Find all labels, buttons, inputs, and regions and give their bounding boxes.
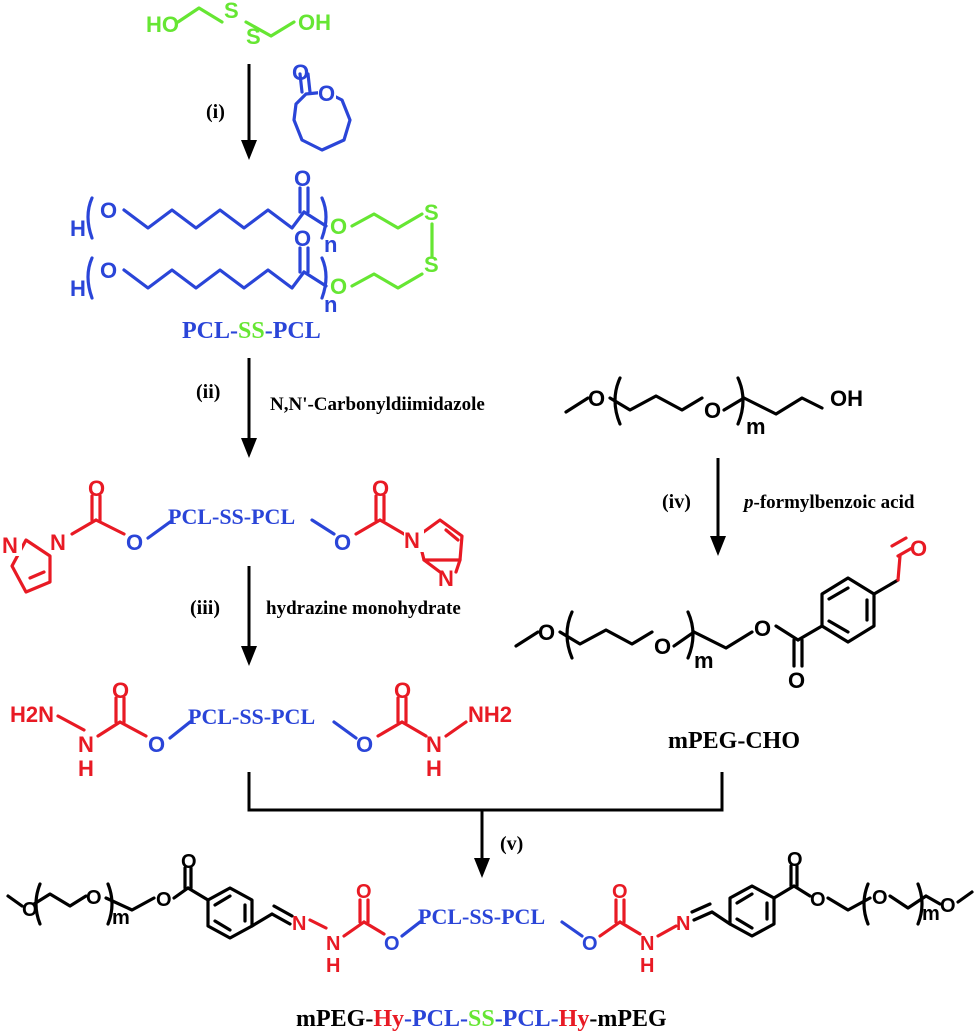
sulfur-1: S	[224, 0, 239, 23]
n-left: N	[78, 732, 94, 757]
sulfur-2: S	[246, 24, 261, 49]
mpeg-o-methoxy: O	[588, 386, 605, 411]
cho-ester-o: O	[754, 616, 771, 641]
cdi-activated-polymer: N N O O PCL-SS-PCL O O N N	[2, 476, 464, 594]
core-label-3: PCL-SS-PCL	[418, 904, 545, 929]
final-ester-o-left: O	[156, 889, 172, 911]
mpeg-oh: O O m OH	[564, 376, 863, 439]
final-carbonyl-hy-left: O	[356, 881, 372, 903]
aldehyde-o: O	[910, 536, 927, 561]
s-top: S	[424, 200, 439, 225]
final-o-ether-left: O	[86, 887, 102, 909]
mpeg-cho-structure: O O m O O O	[514, 536, 927, 693]
final-carbonyl-hy-right: O	[612, 881, 628, 903]
carbonyl-hy-left: O	[112, 678, 129, 703]
final-carbonyl-right: O	[787, 849, 803, 871]
step-iii-label: (iii)	[190, 597, 220, 619]
h-end-bottom: H	[70, 276, 86, 301]
ester-o-bottom: O	[330, 274, 347, 299]
pcl-ss-pcl-label: PCL-SS-PCL	[182, 318, 321, 344]
dithiodiethanol: HO S S OH	[146, 0, 331, 49]
terminal-nh2: NH2	[468, 702, 512, 727]
final-n-left: N	[326, 933, 340, 955]
o-left: O	[126, 530, 143, 555]
final-ester-o-right: O	[810, 889, 826, 911]
core-label-1: PCL-SS-PCL	[168, 504, 295, 529]
mpeg-oh-end: OH	[830, 386, 863, 411]
repeat-n-bottom: n	[324, 292, 337, 317]
s-bottom: S	[424, 252, 439, 277]
step-ii-label: (ii)	[196, 381, 220, 403]
final-carbonyl-left: O	[181, 851, 197, 873]
mpeg-cho-label: mPEG-CHO	[668, 728, 800, 754]
ester-o-top: O	[330, 214, 347, 239]
arrow-step-iii: (iii) hydrazine monohydrate	[190, 566, 461, 666]
hydroxyl-right: OH	[298, 10, 331, 35]
mpeg-repeat-m: m	[746, 414, 766, 439]
cho-o-methoxy: O	[538, 620, 555, 645]
nh-left: H	[78, 756, 94, 781]
final-n-right: N	[640, 933, 654, 955]
final-imine-n-right: N	[676, 913, 690, 935]
imid-n3-left: N	[2, 533, 18, 558]
cho-repeat-m: m	[694, 648, 714, 673]
reagent-cdi: N,N'-Carbonyldiimidazole	[270, 394, 485, 415]
final-o-methoxy-right: O	[940, 895, 956, 917]
step-i-label: (i)	[206, 101, 225, 123]
arrow-step-v: (v)	[247, 772, 724, 878]
n-right: N	[426, 732, 442, 757]
core-label-2: PCL-SS-PCL	[188, 704, 315, 729]
repeat-n-top: n	[324, 232, 337, 257]
step-v-label: (v)	[500, 833, 523, 855]
final-product-structure: O O m O O N N H O O PCL-SS-PCL O	[6, 849, 974, 977]
imid-n1-left: N	[50, 530, 66, 555]
pcl-ss-pcl-structure: H O O n O S H O O n O S	[70, 166, 439, 317]
final-o-ether-right: O	[872, 887, 888, 909]
ring-oxygen: O	[318, 81, 335, 106]
carbonyl-top: O	[294, 166, 311, 191]
final-m-right: m	[922, 903, 940, 925]
carbonyl-oxygen: O	[292, 60, 309, 85]
hydrazide-polymer: H2N N H O O PCL-SS-PCL O O N H NH2	[10, 678, 512, 781]
reagent-formylbenzoic: p-formylbenzoic acid	[742, 492, 915, 513]
o-hy-left: O	[148, 732, 165, 757]
terminal-h2n: H2N	[10, 702, 54, 727]
final-m-left: m	[112, 907, 130, 929]
oxygen-top: O	[100, 198, 117, 223]
carbonyl-left: O	[88, 476, 105, 501]
o-right: O	[334, 530, 351, 555]
cho-ester-carbonyl: O	[788, 668, 805, 693]
final-nh-left: H	[326, 955, 340, 977]
arrow-step-i: (i)	[206, 64, 257, 160]
carbonyl-bottom: O	[294, 226, 311, 251]
imid-n3-right: N	[438, 566, 454, 591]
carbonyl-hy-right: O	[394, 678, 411, 703]
o-hy-right: O	[356, 732, 373, 757]
final-imine-n-left: N	[292, 913, 306, 935]
carbonyl-right: O	[372, 476, 389, 501]
final-nh-right: H	[640, 955, 654, 977]
arrow-step-ii: (ii) N,N'-Carbonyldiimidazole	[196, 358, 485, 458]
final-o-core-left: O	[384, 933, 400, 955]
cho-o-ether: O	[654, 634, 671, 659]
step-iv-label: (iv)	[662, 491, 691, 513]
arrow-step-iv: (iv) p-formylbenzoic acid	[662, 458, 915, 556]
reagent-hydrazine: hydrazine monohydrate	[266, 598, 461, 619]
final-product-label: mPEG-Hy-PCL-SS-PCL-Hy-mPEG	[296, 1006, 667, 1032]
nh-right: H	[426, 756, 442, 781]
oxygen-bottom: O	[100, 258, 117, 283]
hydroxyl-left: HO	[146, 12, 179, 37]
final-o-core-right: O	[582, 933, 598, 955]
caprolactone: O O	[292, 60, 352, 152]
h-end-top: H	[70, 216, 86, 241]
mpeg-o-ether: O	[704, 398, 721, 423]
imid-n1-right: N	[404, 528, 420, 553]
